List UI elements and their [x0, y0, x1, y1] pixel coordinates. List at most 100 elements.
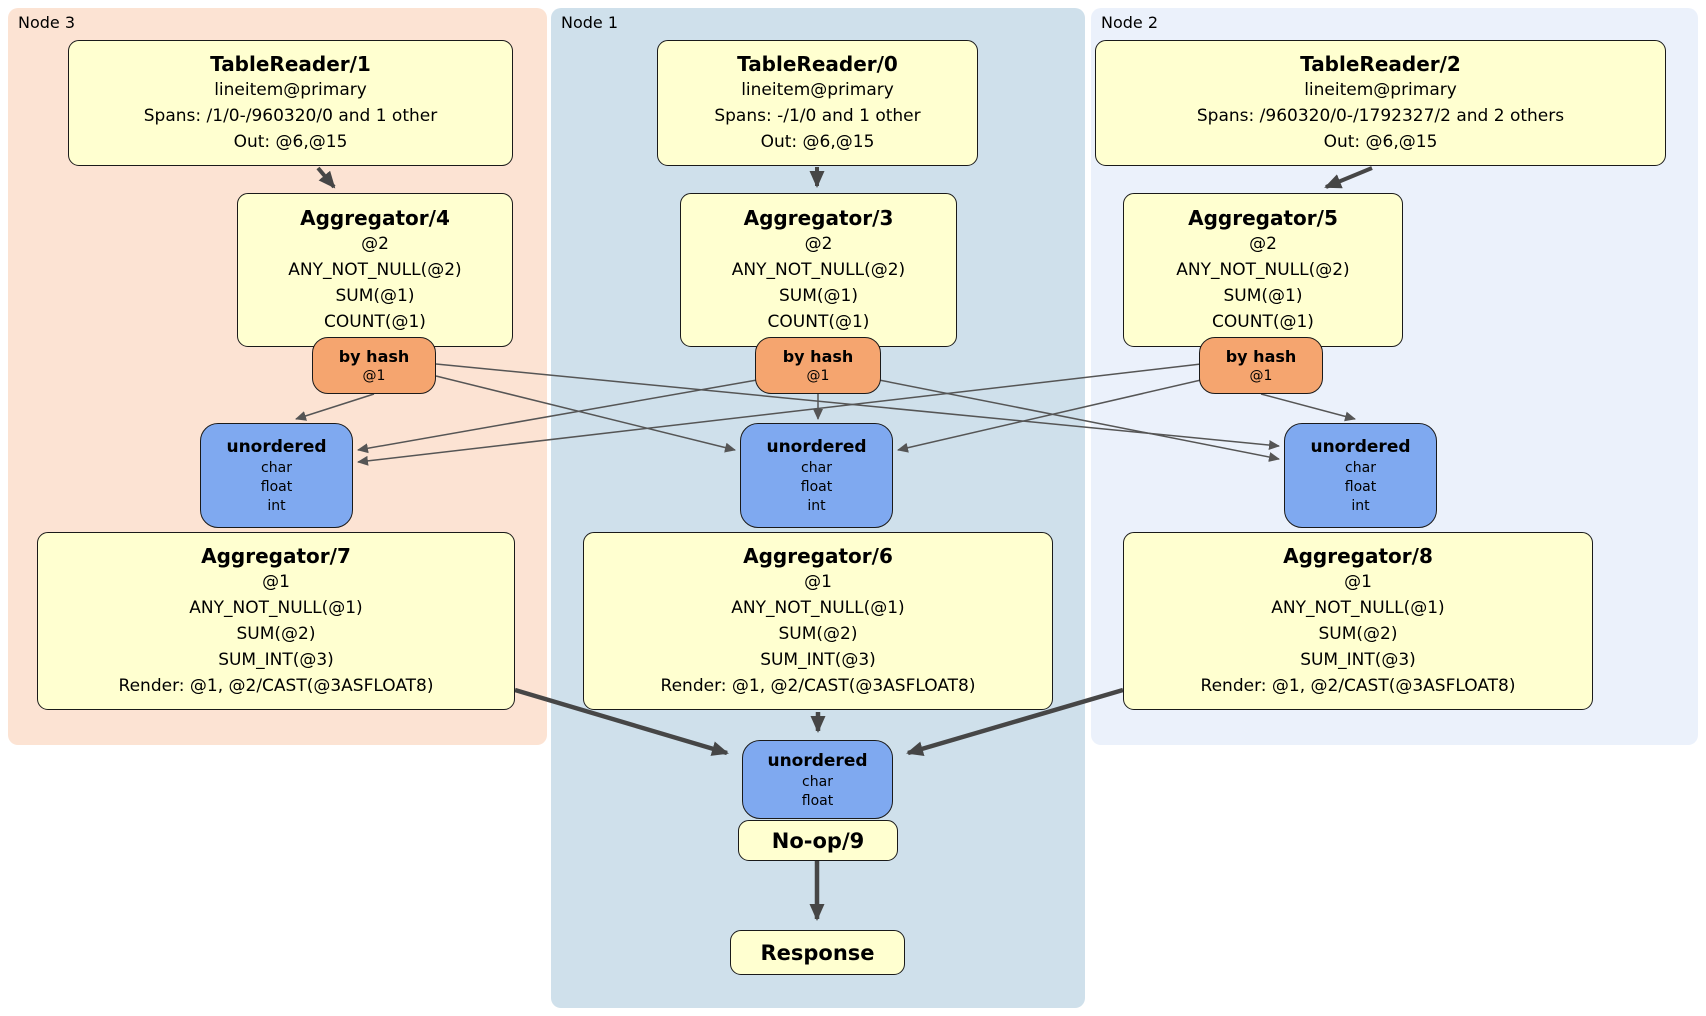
router-by-hash-middle: by hash @1 [755, 337, 881, 394]
box-line: SUM_INT(@3) [1300, 650, 1416, 670]
router-line: @1 [362, 368, 386, 384]
box-title: TableReader/2 [1300, 52, 1461, 76]
edge-hashR-unordL [357, 363, 1202, 466]
router-line: @1 [806, 368, 830, 384]
panel-node-2-label: Node 2 [1101, 13, 1159, 32]
merge-line: char [802, 773, 833, 790]
merge-unordered-right: unordered char float int [1284, 423, 1437, 528]
box-line: Out: @6,@15 [760, 132, 875, 152]
box-line: lineitem@primary [1304, 80, 1457, 100]
box-line: Render: @1, @2/CAST(@3ASFLOAT8) [1200, 676, 1516, 696]
merge-line: float [260, 479, 293, 495]
box-line: SUM(@1) [335, 286, 415, 306]
edge-agg8-unordB [906, 687, 1124, 756]
box-aggregator-7: Aggregator/7 @1 ANY_NOT_NULL(@1) SUM(@2)… [37, 532, 515, 710]
edge-tr2-agg5 [1324, 166, 1373, 189]
box-line: SUM(@2) [778, 624, 858, 644]
box-title: Aggregator/7 [201, 544, 351, 568]
box-aggregator-3: Aggregator/3 @2 ANY_NOT_NULL(@2) SUM(@1)… [680, 193, 957, 347]
box-line: ANY_NOT_NULL(@1) [731, 598, 905, 618]
merge-line: float [800, 479, 833, 495]
edge-hashL-unordM [435, 375, 736, 453]
box-response: Response [730, 930, 905, 975]
box-line: @1 [1344, 572, 1372, 592]
box-title: TableReader/0 [737, 52, 898, 76]
box-line: SUM_INT(@3) [218, 650, 334, 670]
merge-line: int [807, 498, 826, 514]
box-line: Out: @6,@15 [1323, 132, 1438, 152]
router-by-hash-left: by hash @1 [312, 337, 436, 394]
edge-hashR-unordM [897, 379, 1202, 453]
box-line: @2 [804, 234, 833, 254]
box-line: Spans: /960320/0-/1792327/2 and 2 others [1196, 106, 1565, 126]
box-title: Aggregator/3 [743, 206, 894, 230]
box-line: Render: @1, @2/CAST(@3ASFLOAT8) [118, 676, 434, 696]
box-line: Spans: -/1/0 and 1 other [714, 106, 921, 126]
box-tablereader-1: TableReader/1 lineitem@primary Spans: /1… [68, 40, 513, 166]
box-line: COUNT(@1) [324, 312, 426, 332]
box-title: Aggregator/6 [743, 544, 893, 568]
final-merge-arrows [514, 687, 1124, 921]
box-line: Spans: /1/0-/960320/0 and 1 other [143, 106, 438, 126]
edge-hashL-unordR [435, 363, 1280, 451]
merge-title: unordered [226, 437, 327, 457]
merge-line: int [267, 498, 286, 514]
merge-unordered-middle: unordered char float int [740, 423, 893, 528]
box-line: Render: @1, @2/CAST(@3ASFLOAT8) [660, 676, 976, 696]
router-title: by hash [338, 347, 410, 366]
box-line: SUM(@2) [1318, 624, 1398, 644]
merge-title: unordered [766, 437, 867, 457]
merge-line: char [261, 460, 292, 476]
edge-agg7-unordB [514, 687, 729, 756]
box-title: No-op/9 [771, 828, 865, 853]
box-line: ANY_NOT_NULL(@2) [288, 260, 462, 280]
merge-title: unordered [767, 750, 868, 771]
box-aggregator-6: Aggregator/6 @1 ANY_NOT_NULL(@1) SUM(@2)… [583, 532, 1053, 710]
box-noop-9: No-op/9 [738, 820, 898, 861]
edge-tr1-agg4 [316, 166, 336, 189]
box-line: ANY_NOT_NULL(@1) [1271, 598, 1445, 618]
box-aggregator-8: Aggregator/8 @1 ANY_NOT_NULL(@1) SUM(@2)… [1123, 532, 1593, 710]
box-aggregator-5: Aggregator/5 @2 ANY_NOT_NULL(@2) SUM(@1)… [1123, 193, 1403, 347]
box-line: lineitem@primary [214, 80, 367, 100]
merge-unordered-left: unordered char float int [200, 423, 353, 528]
box-line: ANY_NOT_NULL(@2) [1176, 260, 1350, 280]
router-line: @1 [1249, 368, 1273, 384]
merge-line: float [801, 792, 834, 809]
box-line: SUM(@2) [236, 624, 316, 644]
panel-node-1-label: Node 1 [561, 13, 619, 32]
box-aggregator-4: Aggregator/4 @2 ANY_NOT_NULL(@2) SUM(@1)… [237, 193, 513, 347]
router-title: by hash [782, 347, 854, 366]
edge-hashL-unordL [295, 393, 375, 421]
box-line: ANY_NOT_NULL(@1) [189, 598, 363, 618]
merge-line: char [1345, 460, 1376, 476]
box-line: ANY_NOT_NULL(@2) [731, 260, 906, 280]
box-line: COUNT(@1) [1212, 312, 1314, 332]
box-line: Out: @6,@15 [233, 132, 348, 152]
box-line: SUM(@1) [1223, 286, 1303, 306]
box-title: TableReader/1 [210, 52, 371, 76]
panel-node-3-label: Node 3 [18, 13, 76, 32]
table-reader-arrows [316, 166, 1373, 189]
hash-distribution-lines [295, 363, 1356, 466]
merge-unordered-final: unordered char float [742, 740, 893, 819]
box-line: @2 [361, 234, 389, 254]
merge-line: int [1351, 498, 1370, 514]
box-title: Aggregator/4 [300, 206, 450, 230]
edge-hashR-unordR [1260, 393, 1356, 422]
merge-line: char [801, 460, 832, 476]
box-line: SUM(@1) [779, 286, 858, 306]
box-line: @2 [1249, 234, 1277, 254]
box-tablereader-2: TableReader/2 lineitem@primary Spans: /9… [1095, 40, 1666, 166]
merge-title: unordered [1310, 437, 1411, 457]
box-title: Response [760, 940, 875, 965]
edge-hashM-unordL [357, 379, 758, 454]
box-line: lineitem@primary [741, 80, 894, 100]
box-line: COUNT(@1) [767, 312, 870, 332]
box-tablereader-0: TableReader/0 lineitem@primary Spans: -/… [657, 40, 978, 166]
box-title: Aggregator/8 [1283, 544, 1433, 568]
box-line: @1 [262, 572, 290, 592]
box-line: SUM_INT(@3) [760, 650, 876, 670]
